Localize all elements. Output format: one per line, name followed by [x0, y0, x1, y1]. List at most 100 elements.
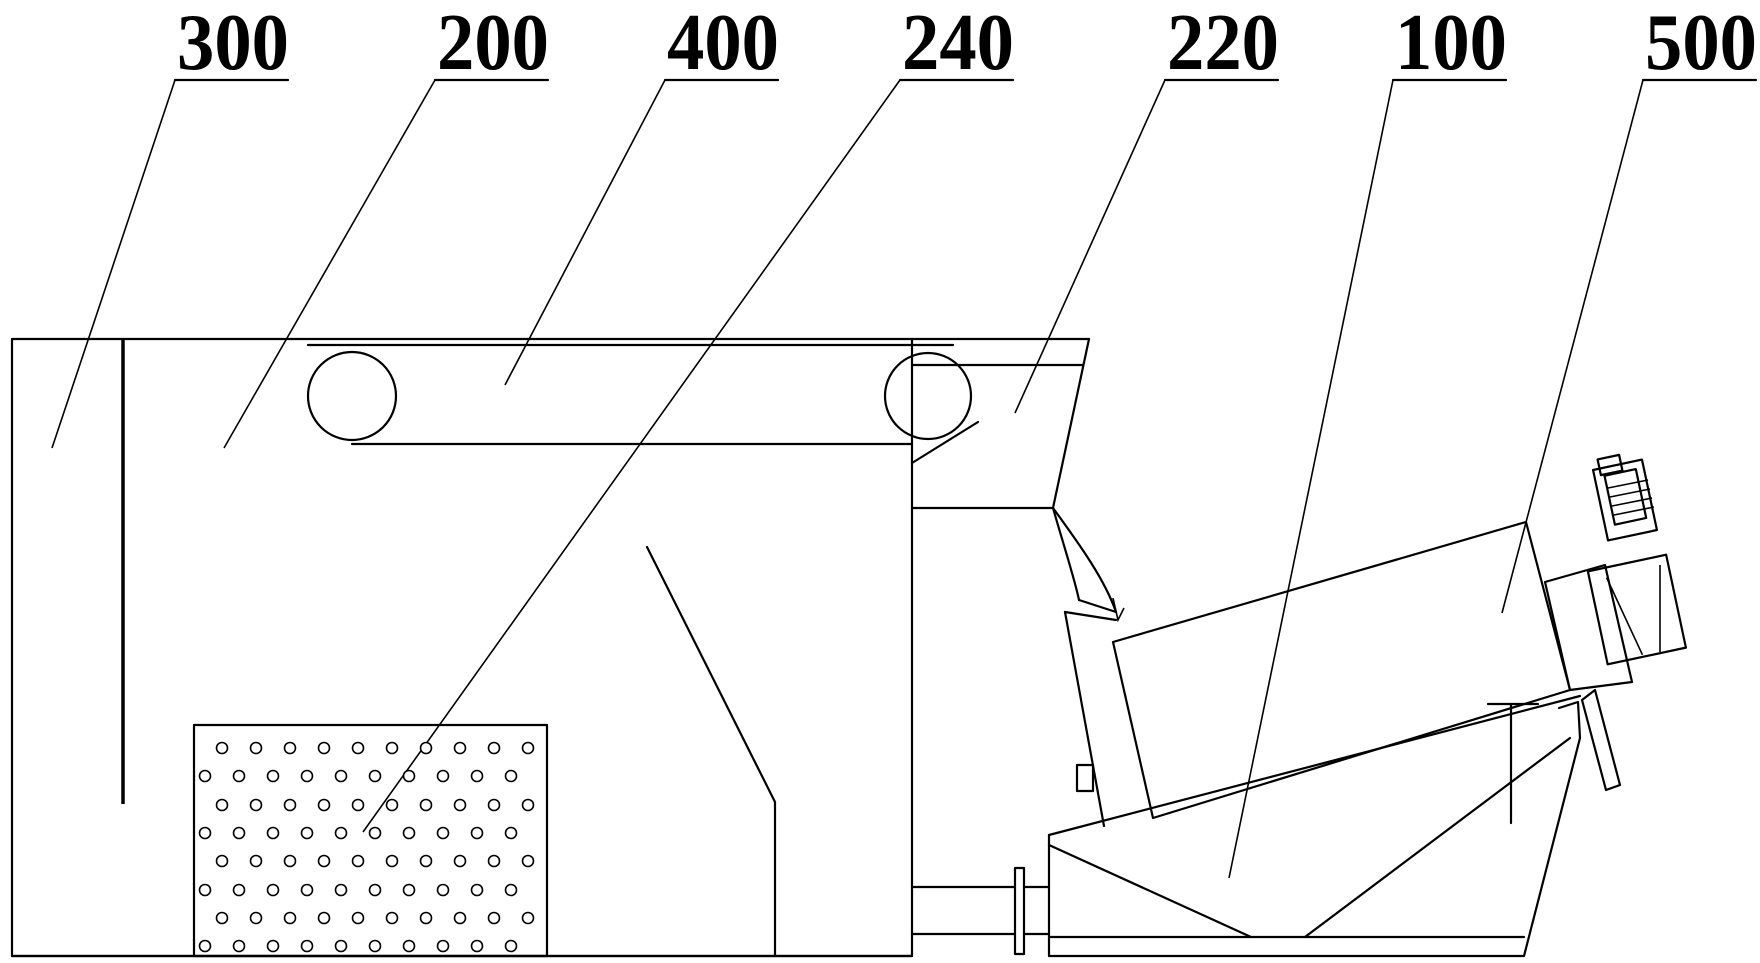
trough-top-edge [1047, 694, 1582, 837]
leader-240 [362, 79, 901, 833]
perforation-hole [266, 939, 280, 953]
perforation-hole [402, 939, 416, 953]
perforation-hole [249, 798, 263, 812]
perforation-hole [351, 911, 365, 925]
chute-clip [1112, 597, 1125, 623]
pipe-flange [1013, 866, 1026, 956]
perforation-hole [317, 911, 331, 925]
perforation-hole [334, 769, 348, 783]
perforation-hole [266, 883, 280, 897]
trough-left-slope [1047, 843, 1253, 939]
perforated-plate [192, 723, 549, 958]
label-500: 500 [1645, 0, 1757, 87]
perforation-hole [334, 826, 348, 840]
outlet-hook [1557, 700, 1582, 740]
label-100: 100 [1395, 0, 1507, 87]
perforation-hole [521, 798, 535, 812]
perforation-hole [283, 911, 297, 925]
perforation-hole [351, 798, 365, 812]
perforation-hole [385, 741, 399, 755]
perforation-hole [487, 798, 501, 812]
label-240: 240 [902, 0, 1014, 87]
perforation-hole [215, 798, 229, 812]
perforation-hole [300, 769, 314, 783]
gearbox [1586, 553, 1687, 666]
perforation-hole [470, 883, 484, 897]
collection-trough [1047, 694, 1582, 958]
perforation-hole [368, 826, 382, 840]
perforation-hole [249, 741, 263, 755]
perforation-hole [317, 741, 331, 755]
perforation-hole [215, 911, 229, 925]
label-200: 200 [437, 0, 549, 87]
perforation-hole [419, 741, 433, 755]
perforation-hole [521, 911, 535, 925]
inclined-baffle [645, 545, 777, 958]
perforation-hole [453, 854, 467, 868]
perforation-hole [470, 826, 484, 840]
perforation-hole [504, 769, 518, 783]
perforation-hole [198, 826, 212, 840]
perforation-hole [300, 939, 314, 953]
perforation-hole [266, 826, 280, 840]
conveyor-belt [306, 343, 973, 446]
label-400: 400 [667, 0, 779, 87]
trough-right-slope [1303, 736, 1572, 939]
perforation-hole [334, 939, 348, 953]
perforation-hole [283, 798, 297, 812]
perforation-hole [436, 769, 450, 783]
perforation-hole [300, 883, 314, 897]
perforation-hole [368, 883, 382, 897]
perforation-hole [385, 798, 399, 812]
perforation-hole [334, 883, 348, 897]
discharge-tab [1580, 688, 1622, 792]
motor [1591, 458, 1659, 542]
perforation-hole [470, 939, 484, 953]
perforation-hole [402, 769, 416, 783]
perforation-hole [436, 826, 450, 840]
perforation-hole [521, 854, 535, 868]
leader-100 [1228, 79, 1394, 879]
motor-cap [1596, 453, 1624, 477]
leader-500 [1501, 79, 1644, 614]
label-300: 300 [177, 0, 289, 87]
perforation-hole [215, 741, 229, 755]
perforation-hole [283, 854, 297, 868]
perforation-hole [232, 883, 246, 897]
perforation-hole [385, 854, 399, 868]
chute-outer [1051, 506, 1118, 614]
leader-200 [223, 79, 436, 449]
label-220: 220 [1167, 0, 1279, 87]
perforation-hole [351, 854, 365, 868]
perforated-plate-outline [192, 723, 549, 958]
perforation-hole [453, 798, 467, 812]
perforation-hole [232, 826, 246, 840]
leader-300 [51, 79, 176, 449]
trough-outline [1047, 736, 1582, 958]
perforation-hole [249, 854, 263, 868]
chute-inner [1051, 506, 1081, 602]
perforation-hole [419, 911, 433, 925]
right-pulley [883, 351, 973, 441]
connecting-pipe [910, 866, 1051, 956]
perforation-hole [419, 854, 433, 868]
perforation-hole [419, 798, 433, 812]
perforation-hole [232, 769, 246, 783]
perforation-hole [368, 769, 382, 783]
perforation-hole [521, 741, 535, 755]
perforation-hole [368, 939, 382, 953]
perforation-hole [487, 854, 501, 868]
perforation-hole [283, 741, 297, 755]
perforation-hole [266, 769, 280, 783]
perforation-hole [351, 741, 365, 755]
leader-220 [1014, 79, 1166, 414]
leader-400 [504, 79, 666, 386]
perforation-hole [436, 939, 450, 953]
perforation-hole [453, 741, 467, 755]
left-pulley [306, 350, 398, 442]
reference-labels: 300 200 400 240 220 100 500 [177, 0, 1757, 87]
screw-housing [1111, 520, 1572, 820]
chute-bracket [1075, 763, 1095, 793]
dewatering-unit [1111, 453, 1687, 825]
